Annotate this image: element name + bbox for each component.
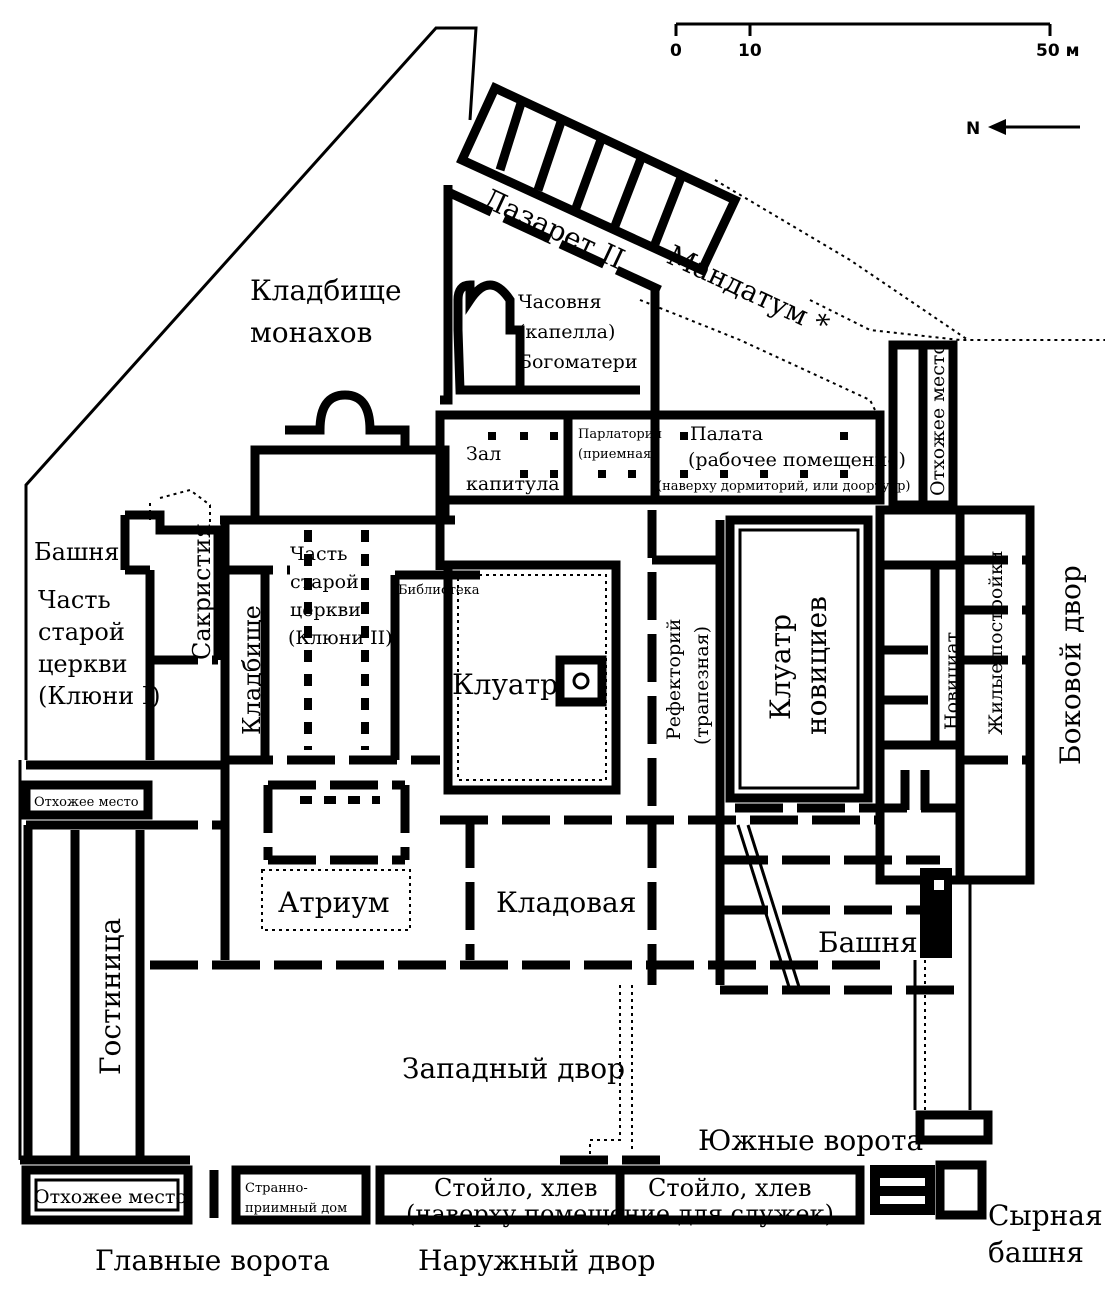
label-novices-cloister-2: новициев [800, 596, 833, 735]
label-atrium: Атриум [278, 886, 390, 919]
lazaret-block [456, 82, 741, 276]
latrine-ne-block [888, 340, 958, 510]
church-cluny-ii [220, 390, 480, 960]
label-cemetery: Кладбище [238, 605, 266, 735]
label-pilgrims-house-1: Страннo- [245, 1181, 308, 1196]
west-church-block [120, 488, 223, 760]
label-library: Библиотека [398, 583, 480, 598]
label-cluny-i-3: церкви [38, 650, 128, 678]
label-cloister: Клуатр [452, 668, 558, 701]
label-stable-3: (наверху помещение для служек) [406, 1200, 834, 1228]
label-west-yard: Западный двор [402, 1052, 625, 1085]
novices-block [725, 515, 873, 803]
label-cluny-ii-2: старой [290, 571, 359, 593]
label-parlatorium-2: (приемная) [578, 447, 656, 462]
label-chapel-3: Богоматери [518, 351, 637, 373]
east-range [435, 410, 885, 505]
label-guesthouse: Гостиница [94, 918, 127, 1075]
label-cluny-i-2: старой [38, 618, 125, 646]
label-novices-cloister-1: Клуатр [764, 614, 797, 720]
label-mandatum: Мандатум * [662, 238, 834, 342]
refectory-block [647, 510, 725, 985]
label-outer-yard: Наружный двор [418, 1244, 656, 1277]
label-cluny-i-1: Часть [38, 586, 111, 614]
label-chapter-hall-2: капитула [466, 473, 560, 495]
label-main-gate: Главные ворота [95, 1244, 330, 1277]
outer-range [20, 1155, 865, 1225]
label-stable-1: Стойло, хлев [434, 1174, 598, 1202]
scale-tick-50: 50 м [1036, 41, 1079, 61]
label-palata-1: Палата [690, 423, 763, 445]
label-storeroom: Кладовая [496, 886, 636, 919]
scale-tick-10: 10 [738, 41, 762, 61]
label-tower-s: Башня [818, 926, 918, 959]
scale-bar: 0 10 50 м [670, 22, 1079, 61]
label-south-gate: Южные ворота [698, 1124, 923, 1157]
west-range [21, 760, 880, 1160]
label-cheese-tower-2: башня [988, 1236, 1084, 1269]
label-living-quarters: Жилые постройки [985, 550, 1007, 735]
scale-tick-0: 0 [670, 41, 682, 61]
label-novitiate: Новициат [941, 632, 963, 730]
label-cluny-ii-1: Часть [290, 543, 348, 565]
label-stable-2: Стойло, хлев [648, 1174, 812, 1202]
label-sacristy: Сакристия [188, 523, 216, 660]
label-chapter-hall-1: Зал [466, 443, 501, 465]
label-pilgrims-house-2: приимный дом [245, 1201, 347, 1216]
palata-columns [488, 432, 848, 478]
label-chapel-2: (капелла) [518, 321, 615, 343]
south-tower-block [720, 824, 972, 1110]
precinct-wall [18, 26, 1105, 1160]
south-gate-block [589, 985, 993, 1220]
label-side-yard: Боковой двор [1054, 565, 1087, 765]
label-palata-3: (наверху дормиторий, или доортуар) [657, 479, 910, 494]
north-letter: N [966, 119, 980, 139]
label-palata-2: (рабочее помещение) [688, 449, 906, 471]
north-arrow-icon: N [966, 119, 1080, 139]
label-cemetery-monks-2: монахов [250, 316, 372, 349]
label-tower-w: Башня [34, 538, 119, 566]
labels: Кладбище монахов Лазарет II Мандатум * Ч… [34, 181, 1103, 1277]
label-cluny-ii-4: (Клюни II) [288, 627, 393, 649]
label-parlatorium-1: Парлаторий [578, 427, 662, 442]
label-cheese-tower-1: Сырная [988, 1199, 1103, 1232]
chapel-enclosure [440, 185, 662, 420]
label-refectory-2: (трапезная) [691, 626, 713, 745]
label-latrine-ne: Отхожее место [927, 343, 949, 496]
label-chapel-1: Часовня [518, 291, 601, 313]
label-refectory-1: Рефекторий [663, 619, 685, 740]
east-quarters [735, 505, 1035, 885]
label-latrine-sw: Отхожее место [34, 1186, 187, 1208]
label-cluny-i-4: (Клюни I) [38, 682, 161, 710]
label-cemetery-monks-1: Кладбище [250, 274, 402, 307]
label-latrine-w: Отхожее место [34, 795, 139, 810]
cloister-block [440, 560, 880, 960]
label-cluny-ii-3: церкви [290, 599, 361, 621]
